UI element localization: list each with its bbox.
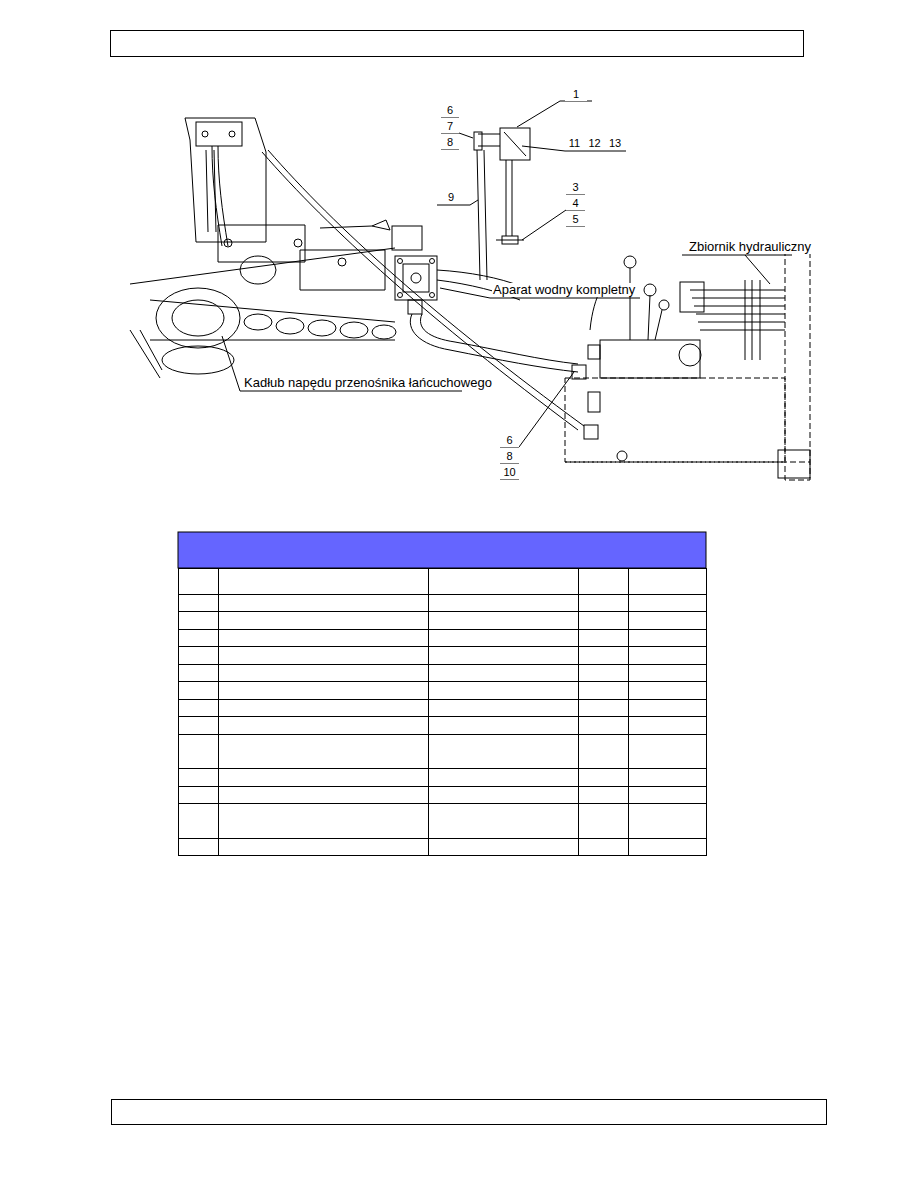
drive-housing [130, 220, 422, 378]
callout-number: 4 [566, 196, 585, 210]
callout-number: 6 [441, 103, 459, 117]
part-label: Kadłub napędu przenośnika łańcuchowego [243, 376, 493, 390]
parts-table [178, 532, 707, 856]
callout-number: 8 [500, 449, 519, 463]
mounting-bracket [185, 118, 266, 246]
callout-number: 8 [441, 135, 459, 149]
callout-number: 5 [566, 212, 585, 226]
leader-lines [222, 101, 792, 479]
callout-number: 1 [565, 87, 587, 101]
callout-number: 9 [441, 190, 461, 204]
callout-number: 7 [441, 119, 459, 133]
callout-number: 11 [565, 136, 584, 150]
callout-number: 12 [585, 136, 604, 150]
callout-number: 13 [605, 136, 625, 150]
header-bar [111, 31, 804, 57]
chain-conveyor [140, 288, 396, 374]
nozzle-holder [474, 128, 530, 280]
part-label: Zbiornik hydrauliczny [688, 240, 812, 254]
callout-number: 10 [500, 465, 519, 479]
callout-number: 3 [566, 180, 585, 194]
footer-bar [112, 1100, 827, 1125]
part-label: Aparat wodny kompletny [492, 283, 636, 297]
callout-number: 6 [500, 433, 519, 447]
